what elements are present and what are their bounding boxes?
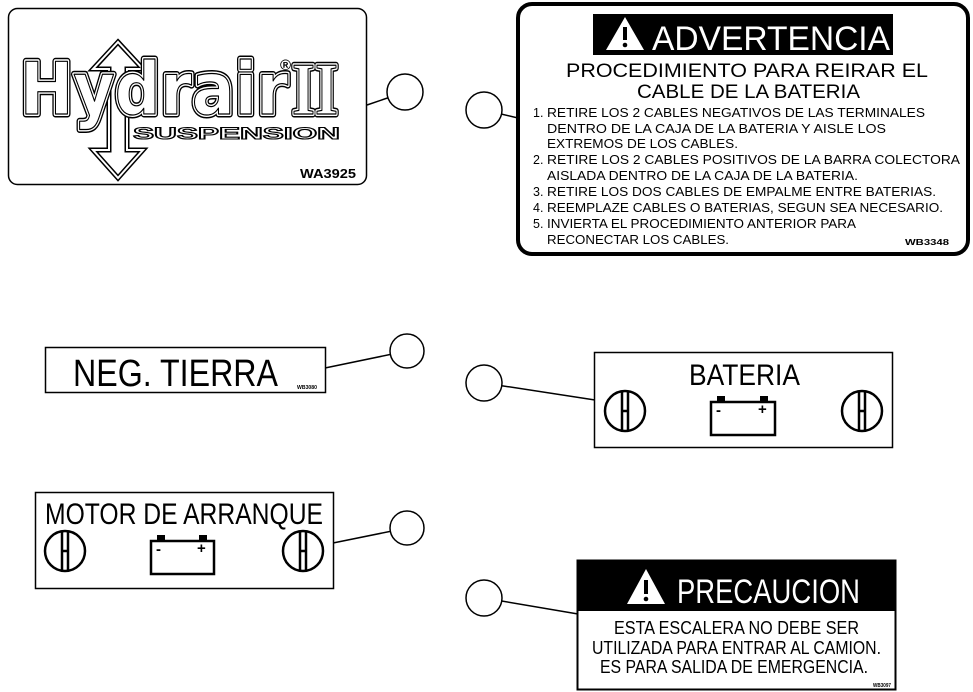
step-number: 4.: [533, 201, 543, 215]
neg-tierra-decal: NEG. TIERRA WB3080: [44, 346, 327, 395]
advertencia-steps: 1. RETIRE LOS 2 CABLES NEGATIVOS DE LAS …: [533, 106, 961, 247]
step-line: DENTRO DE LA CAJA DE LA BATERIA Y AISLE …: [547, 122, 886, 136]
hydrair-logo-outline-gap: Hydrair: [20, 47, 288, 131]
precaucion-part-number: WB3097: [873, 683, 891, 689]
bateria-label: BATERIA: [689, 359, 800, 392]
hydrair-part-number: WA3925: [300, 166, 356, 181]
precaucion-line-3: ES PARA SALIDA DE EMERGENCIA.: [600, 657, 868, 677]
warning-triangle-icon: [627, 569, 665, 604]
step-number: 3.: [533, 185, 543, 199]
hydrair-logo: Hydrair Hydrair Hydrair II II II ®: [17, 44, 342, 135]
advertencia-part-number: WB3348: [905, 238, 950, 247]
ground-terminal-icon: [281, 529, 325, 573]
callout-circle-bateria: [465, 364, 503, 402]
registered-mark: ®: [280, 57, 291, 74]
callout-circle-precaucion: [465, 579, 503, 617]
hydrair-numeral-outline-gap: II: [292, 49, 338, 131]
step-number: 2.: [533, 153, 543, 167]
step-line: RETIRE LOS 2 CABLES NEGATIVOS DE LAS TER…: [547, 106, 925, 120]
battery-plus-sign: +: [197, 540, 206, 557]
hydrair-numeral-text: II: [292, 49, 338, 131]
step-line: AISLADA DENTRO DE LA CAJA DE LA BATERIA.: [547, 169, 858, 183]
bateria-decal: BATERIA - +: [593, 351, 894, 449]
motor-arranque-decal: MOTOR DE ARRANQUE - +: [34, 491, 335, 590]
step-line: REEMPLAZE CABLES O BATERIAS, SEGUN SEA N…: [547, 201, 943, 215]
neg-tierra-label: NEG. TIERRA: [73, 353, 279, 395]
double-arrow-icon: [87, 38, 149, 182]
neg-tierra-decal-border: [44, 346, 327, 394]
callout-circle-advertencia: [465, 91, 503, 129]
battery-minus-sign: -: [716, 402, 721, 419]
neg-tierra-part-number: WB3080: [297, 385, 317, 391]
battery-icon: - +: [709, 396, 777, 437]
hydrair-numeral-outline-outer: II: [292, 49, 338, 131]
battery-plus-sign: +: [758, 401, 767, 418]
battery-minus-sign: -: [156, 541, 161, 558]
advertencia-decal: ADVERTENCIA PROCEDIMIENTO PARA REIRAR EL…: [516, 2, 970, 256]
ground-terminal-icon: [840, 389, 884, 433]
callout-circles: [386, 73, 503, 617]
hydrair-decal-border: [7, 7, 368, 186]
ground-terminal-icon: [43, 529, 87, 573]
callout-circle-motor-arranque: [389, 510, 425, 546]
precaucion-line-1: ESTA ESCALERA NO DEBE SER: [614, 618, 859, 638]
step-line: RETIRE LOS 2 CABLES POSITIVOS DE LA BARR…: [547, 153, 961, 167]
step-line: EXTREMOS DE LOS CABLES.: [547, 137, 738, 151]
callout-circle-neg-tierra: [389, 333, 425, 369]
hydrair-logo-outline-outer: Hydrair: [20, 47, 288, 131]
warning-triangle-icon: [606, 17, 644, 50]
motor-arranque-label: MOTOR DE ARRANQUE: [45, 498, 323, 531]
advertencia-title-line-2: CABLE DE LA BATERIA: [637, 82, 860, 103]
advertencia-title-line-1: PROCEDIMIENTO PARA REIRAR EL: [566, 61, 928, 82]
hydrair-logo-text: Hydrair: [20, 47, 288, 131]
step-number: 1.: [533, 106, 543, 120]
step-line: RECONECTAR LOS CABLES.: [547, 233, 729, 247]
advertencia-decal-border: [516, 2, 970, 256]
hydrair-suspension-decal: Hydrair Hydrair Hydrair II II II ® SUSPE…: [7, 7, 368, 186]
step-line: INVIERTA EL PROCEDIMIENTO ANTERIOR PARA: [547, 217, 857, 231]
precaucion-line-2: UTILIZADA PARA ENTRAR AL CAMION.: [592, 638, 881, 658]
callout-circle-hydrair: [386, 73, 424, 111]
step-line: RETIRE LOS DOS CABLES DE EMPALME ENTRE B…: [547, 185, 936, 199]
battery-icon: - +: [149, 535, 216, 576]
hydrair-subtitle: SUSPENSION: [133, 124, 340, 143]
precaucion-header: PRECAUCION: [677, 573, 860, 611]
advertencia-header-band: [593, 14, 893, 55]
advertencia-header: ADVERTENCIA: [652, 20, 890, 58]
step-number: 5.: [533, 217, 543, 231]
ground-terminal-icon: [603, 389, 647, 433]
precaucion-decal: PRECAUCION ESTA ESCALERA NO DEBE SER UTI…: [576, 559, 897, 691]
